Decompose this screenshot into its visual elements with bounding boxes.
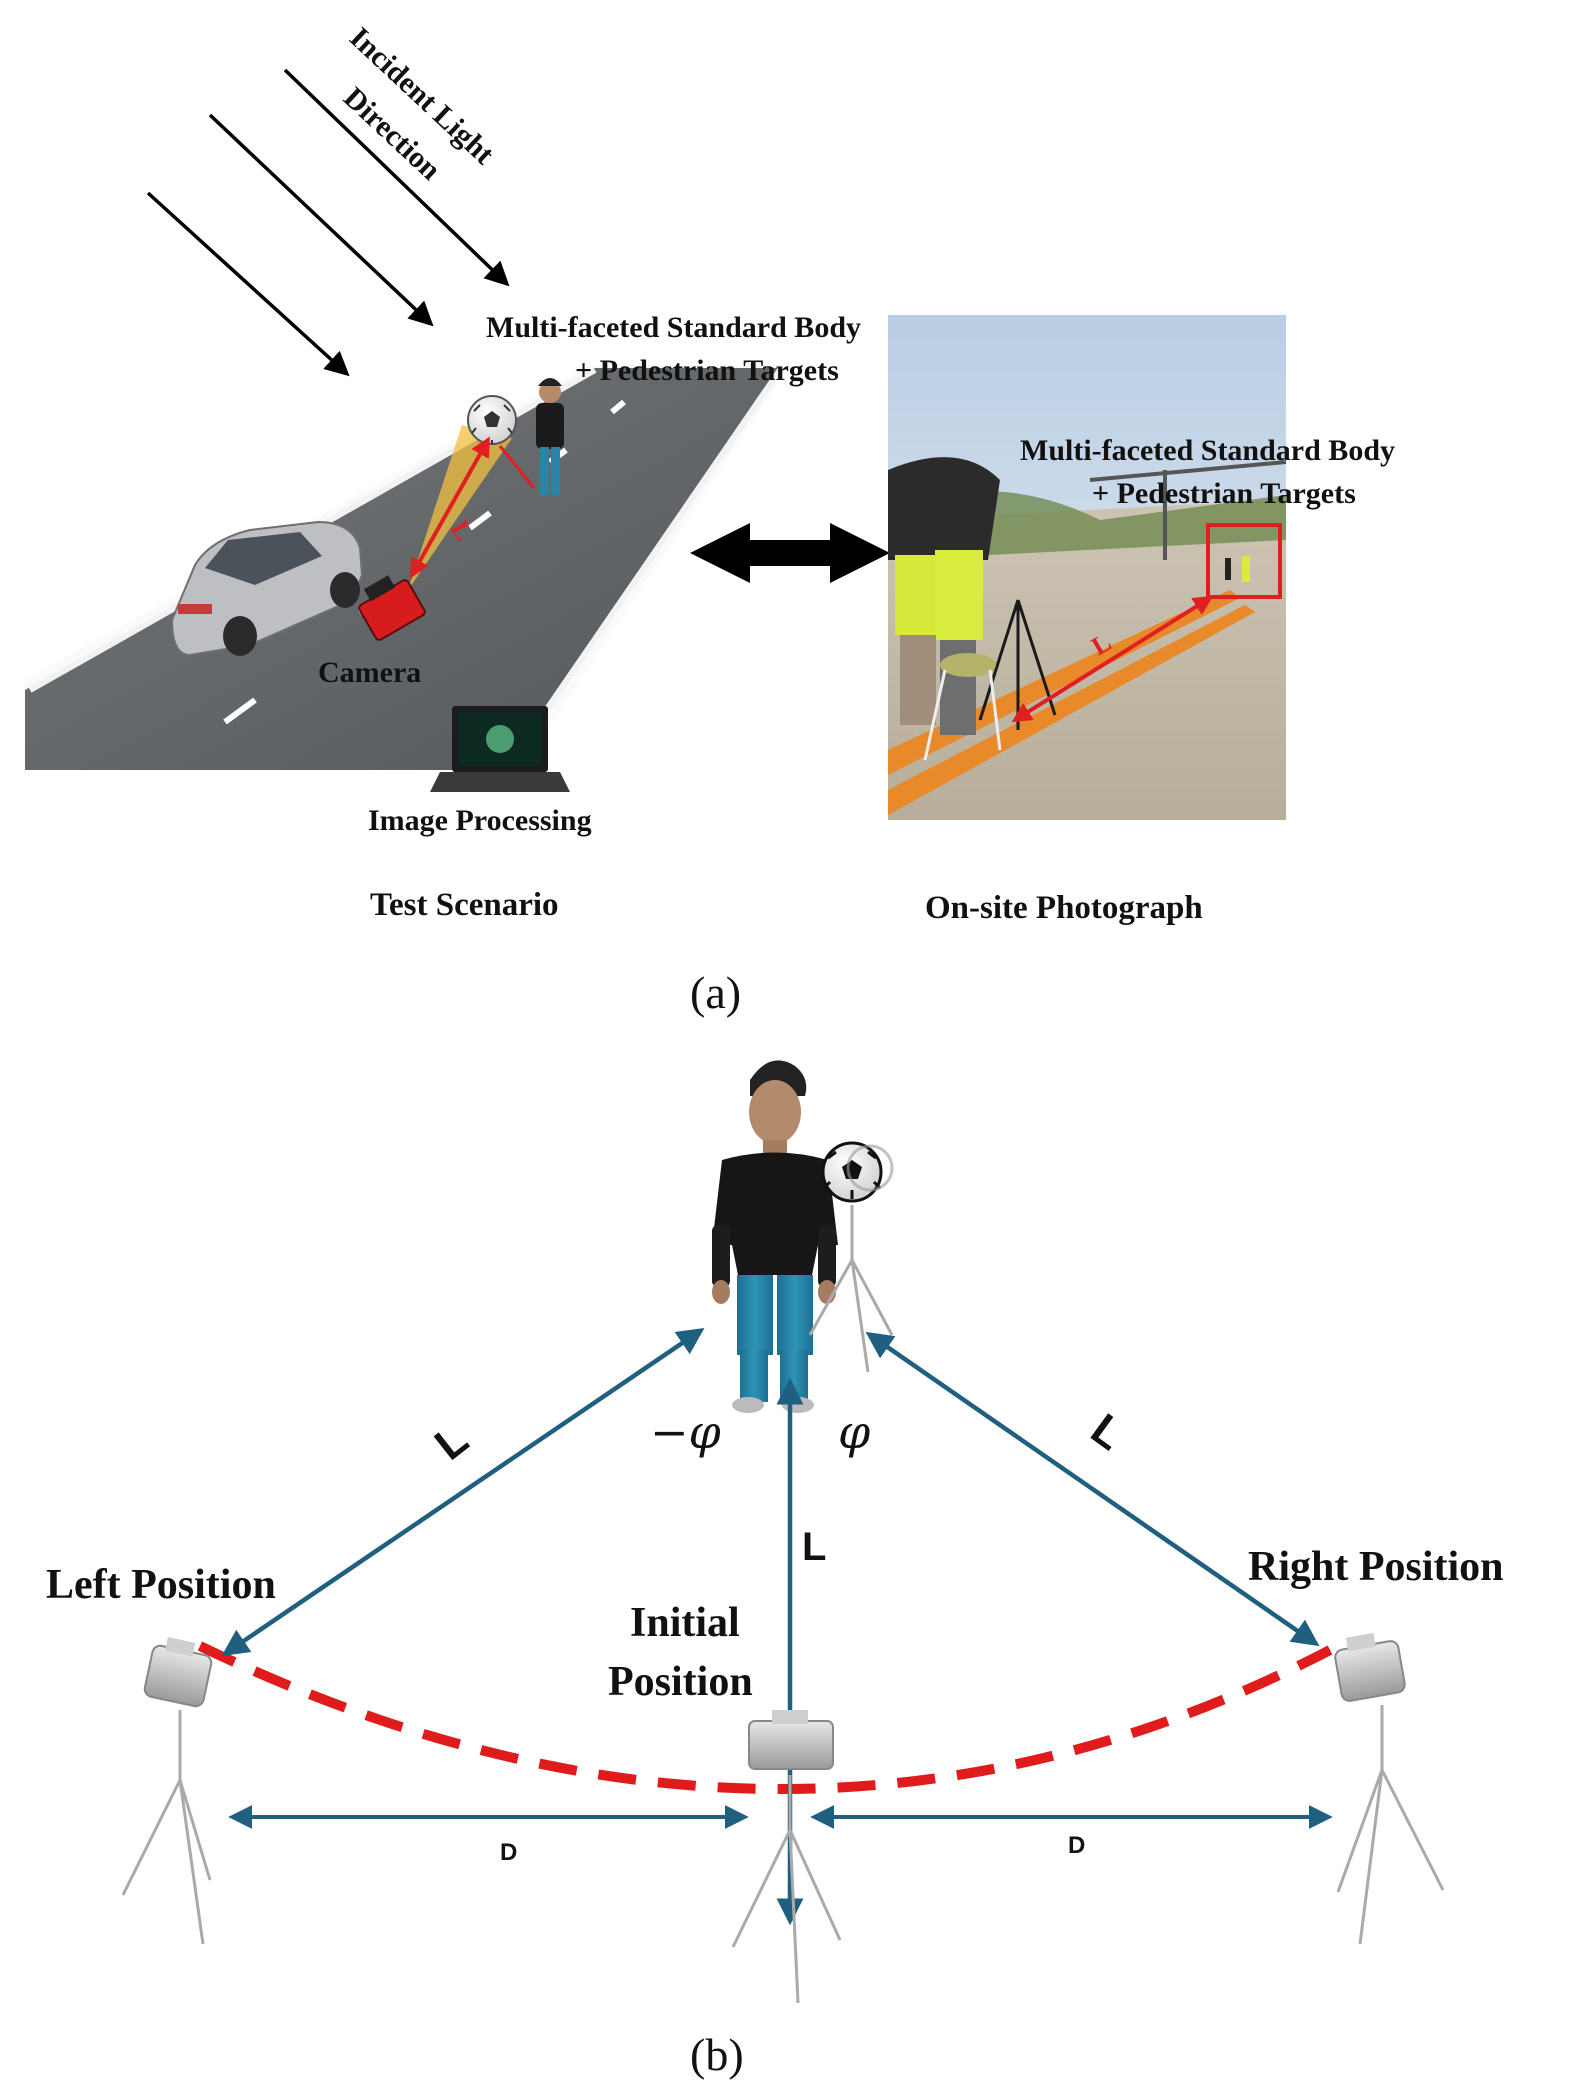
angle-phi-label: φ: [838, 1405, 871, 1459]
test-scenario-caption: Test Scenario: [370, 887, 559, 923]
right-distance-label: L: [1082, 1404, 1133, 1459]
left-spacing-label: D: [500, 1839, 517, 1866]
distance-arrow-ball-pedestrian: [498, 445, 536, 489]
left-distance-label: L: [426, 1415, 477, 1470]
camera-motion-path: [197, 1641, 1333, 1794]
incident-light-arrows: [146, 68, 510, 377]
scene-target-label-line2: + Pedestrian Targets: [575, 354, 839, 387]
photo-distance-arrow: [1011, 595, 1214, 723]
laptop-image-processing: [430, 706, 570, 792]
right-spacing-label: D: [1068, 1832, 1085, 1859]
standard-body-ball: [467, 395, 517, 445]
test-scenario-illustration: Incident Light Direction L: [25, 21, 861, 923]
scene-target-label-line1: Multi-faceted Standard Body: [486, 311, 861, 344]
angle-minus-phi-label: −φ: [650, 1405, 722, 1459]
on-site-photograph-caption: On-site Photograph: [925, 890, 1203, 926]
target-highlight-box: [1206, 523, 1282, 599]
initial-position-label-line1: Initial: [630, 1600, 740, 1646]
road-asphalt: [25, 368, 780, 770]
standard-body-on-tripod: [808, 1141, 894, 1373]
initial-position-label-line2: Position: [608, 1659, 753, 1705]
panel-b-label: (b): [690, 2029, 744, 2080]
image-processing-label: Image Processing: [368, 804, 592, 837]
road-edge-line: [502, 368, 783, 772]
left-distance-arrow: [221, 1327, 705, 1657]
right-position-label: Right Position: [1248, 1544, 1504, 1590]
center-distance-label: L: [802, 1525, 826, 1569]
photo-target-label-line1: Multi-faceted Standard Body: [1020, 434, 1395, 467]
car: [170, 520, 364, 657]
right-distance-arrow: [865, 1331, 1320, 1647]
initial-camera-on-tripod: [731, 1710, 842, 2004]
pedestrian-target: [536, 378, 564, 495]
photo-target-label-line2: + Pedestrian Targets: [1092, 477, 1356, 510]
panel-a-label: (a): [690, 967, 741, 1018]
camera-label: Camera: [318, 656, 421, 689]
on-site-photograph: L Multi-faceted Standard Body + Pedestri…: [888, 315, 1395, 820]
pedestrian-model: [712, 1060, 838, 1413]
red-camera: [358, 575, 426, 641]
left-position-label: Left Position: [46, 1562, 276, 1608]
correspondence-double-arrow: [690, 523, 890, 583]
right-camera-on-tripod: [1334, 1632, 1445, 1945]
distance-arrow-camera-ball: [410, 436, 490, 579]
left-camera-on-tripod: [121, 1637, 213, 1945]
